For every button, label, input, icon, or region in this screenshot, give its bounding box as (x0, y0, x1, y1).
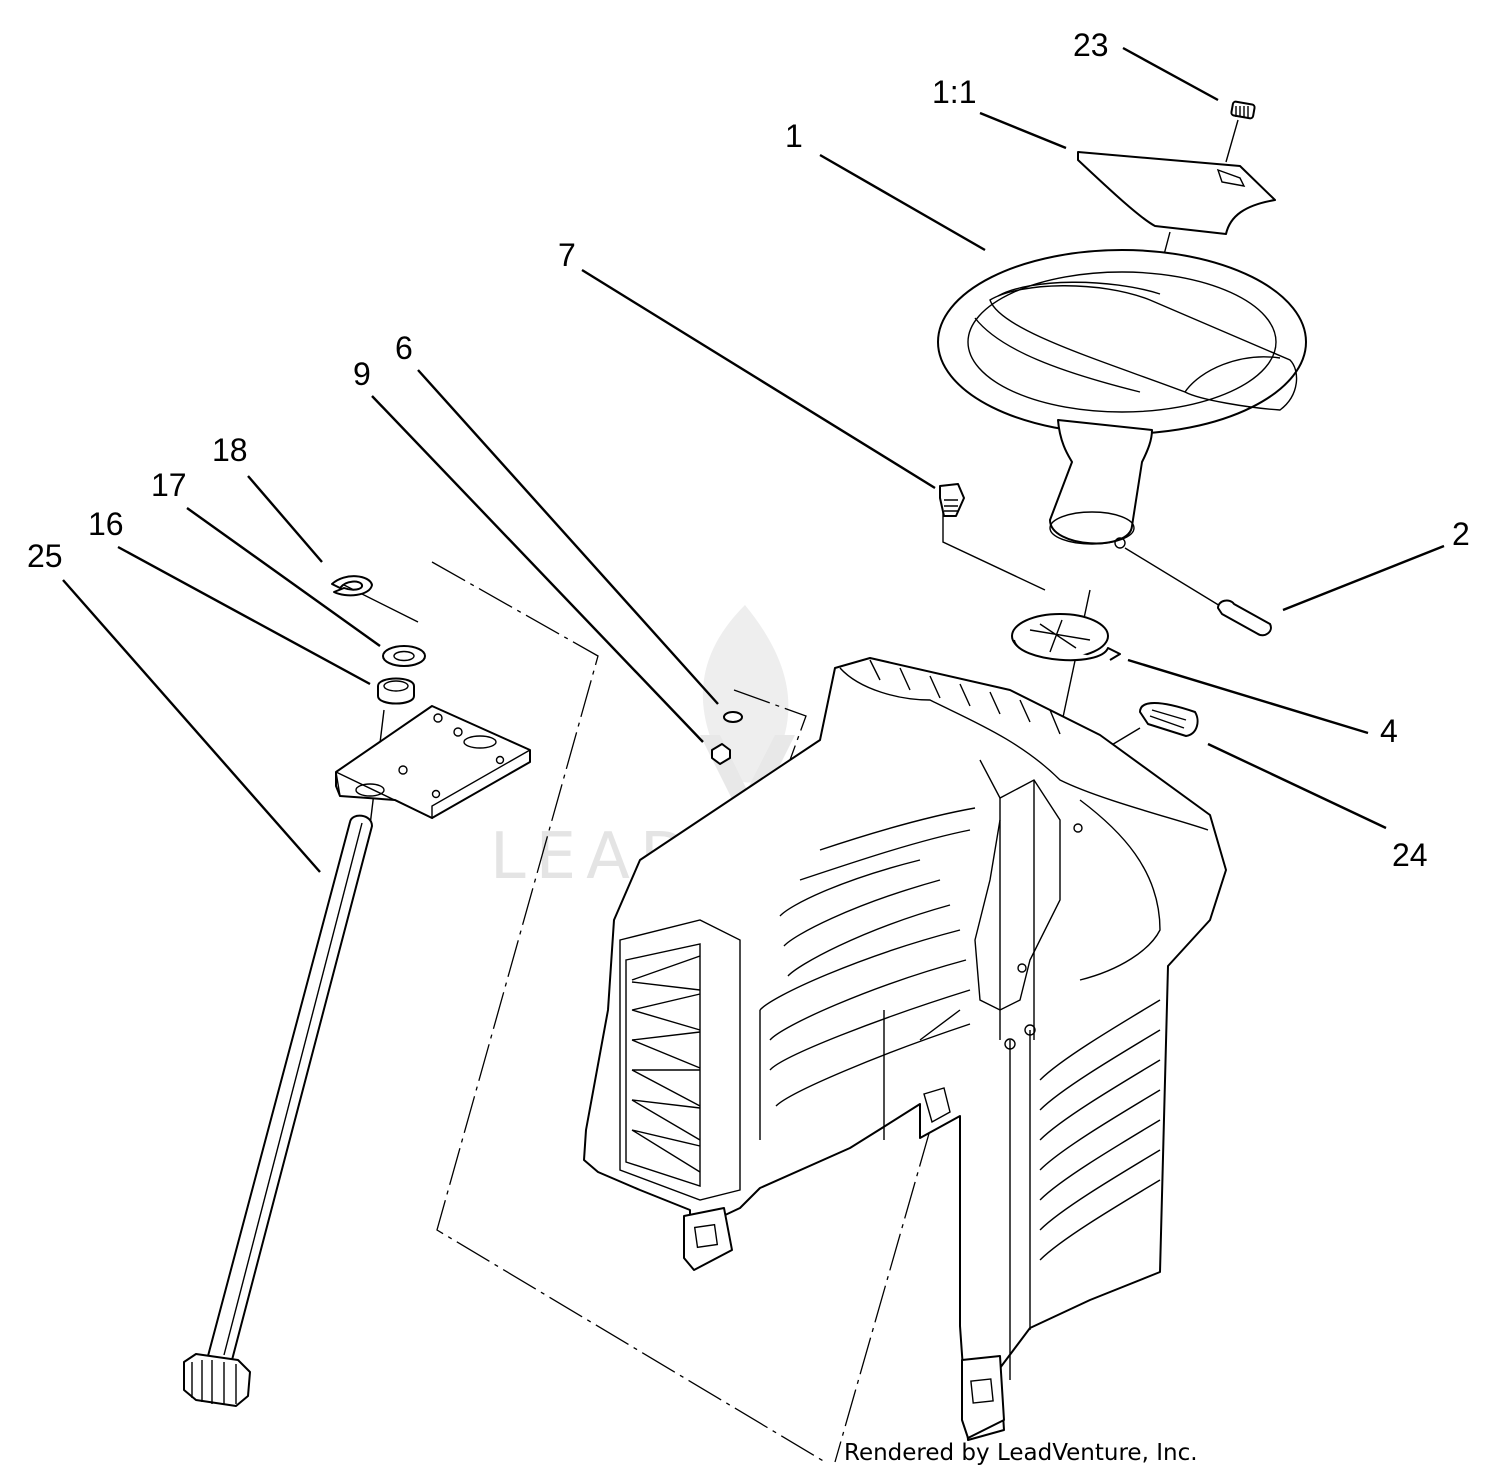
callout-7: 7 (558, 237, 576, 273)
snap-ring-18 (331, 575, 373, 597)
tower-foot-right (961, 1355, 1005, 1439)
tower-outline (583, 657, 1227, 1441)
leader-23 (1122, 46, 1219, 102)
roll-pin-2 (1217, 599, 1272, 637)
insert-23 (1230, 100, 1256, 120)
steering-wheel-hub (1049, 419, 1153, 545)
callout-18: 18 (212, 432, 248, 468)
steering-tower-housing (583, 657, 1227, 1441)
callout-16: 16 (88, 506, 124, 542)
leader-1-1 (979, 111, 1067, 150)
leader-1 (819, 153, 986, 252)
steering-shaft-25 (207, 814, 373, 1361)
leader-18 (247, 475, 323, 563)
washer-6 (723, 711, 743, 723)
leader-9 (371, 395, 704, 743)
render-credit: Rendered by LeadVenture, Inc. (844, 1440, 1198, 1466)
leader-7 (581, 268, 936, 490)
callout-23: 23 (1073, 27, 1109, 63)
callout-25: 25 (27, 538, 63, 574)
washer-17 (382, 645, 426, 667)
leader-17 (186, 507, 381, 647)
leader-4 (1127, 658, 1369, 735)
clip-24 (1139, 702, 1199, 737)
leader-lines (62, 46, 1445, 873)
tower-foot-left (683, 1207, 733, 1271)
callout-1: 1 (785, 118, 803, 154)
pinion-gear (183, 1353, 251, 1407)
callout-24: 24 (1392, 837, 1428, 873)
mounting-plate (335, 705, 531, 819)
nut-9 (711, 743, 731, 765)
leader-2 (1282, 544, 1445, 612)
callout-1-1: 1:1 (932, 74, 976, 110)
callout-6: 6 (395, 330, 413, 366)
steering-wheel-cover (1077, 151, 1276, 235)
callout-9: 9 (353, 356, 371, 392)
callout-labels: 23 1:1 1 7 6 9 18 17 16 25 2 4 24 (27, 27, 1470, 873)
callout-4: 4 (1380, 713, 1398, 749)
steering-shaft-assembly (183, 575, 531, 1407)
steering-wheel-assembly (711, 100, 1307, 765)
callout-2: 2 (1452, 516, 1470, 552)
leader-6 (417, 369, 719, 705)
leader-24 (1207, 742, 1387, 830)
leader-25 (62, 579, 321, 873)
callout-17: 17 (151, 467, 187, 503)
leader-16 (117, 545, 371, 686)
